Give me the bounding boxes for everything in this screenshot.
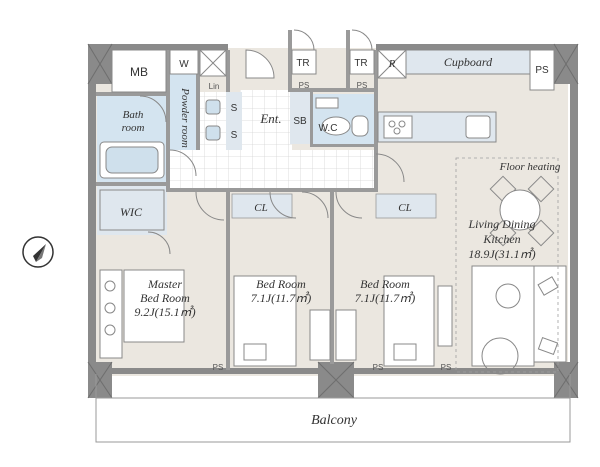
fixtures: [99, 49, 567, 375]
label-entrance: Ent.: [259, 111, 281, 126]
label-s1: S: [231, 103, 238, 114]
label-ldk-size: 18.9J(31.1㎡): [468, 247, 535, 261]
label-wc: W.C: [319, 123, 338, 134]
label-ps-b2: PS: [373, 363, 384, 372]
label-wic: WIC: [120, 205, 143, 219]
north-compass-icon: [22, 236, 54, 268]
label-ps-b1: PS: [213, 363, 224, 372]
label-bath-2: room: [122, 122, 145, 134]
label-bed1-1: Bed Room: [256, 277, 306, 291]
label-cl1: CL: [254, 202, 267, 214]
label-bed1-size: 7.1J(11.7㎡): [251, 291, 311, 305]
label-ps-b3: PS: [441, 363, 452, 372]
shoe-storage: [226, 92, 242, 150]
label-cupboard: Cupboard: [444, 55, 493, 69]
sb-floor: [290, 92, 310, 144]
label-r: R: [388, 58, 396, 70]
label-master-1: Master: [147, 277, 182, 291]
cl2-box: [375, 193, 437, 219]
label-ps1: PS: [299, 81, 310, 90]
pillar-hatching: [87, 43, 579, 399]
entrance-tiles: [240, 90, 292, 150]
door-swings: [139, 29, 405, 255]
label-w: W: [179, 59, 189, 70]
label-ldk-1: Living Dining: [467, 217, 535, 231]
label-master-2: Bed Room: [140, 291, 190, 305]
label-ps2: PS: [357, 81, 368, 90]
label-bed2-1: Bed Room: [360, 277, 410, 291]
label-tr1: TR: [296, 58, 309, 69]
label-powder-room: Powder room: [179, 87, 191, 148]
label-floor-heating: Floor heating: [499, 161, 561, 173]
wic-floor: [97, 185, 167, 235]
label-tr2: TR: [354, 58, 367, 69]
label-mb: MB: [130, 65, 148, 79]
label-master-size: 9.2J(15.1㎡): [134, 305, 195, 319]
label-ldk-2: Kitchen: [482, 232, 520, 246]
label-lin: Lin: [209, 82, 220, 91]
label-ps-right: PS: [535, 65, 549, 76]
label-bed2-size: 7.1J(11.7㎡): [355, 291, 415, 305]
hallway-tiles: [168, 150, 376, 192]
label-sb: SB: [293, 116, 307, 127]
interior-walls: [96, 30, 378, 370]
label-balcony: Balcony: [311, 413, 358, 428]
floor-heating-area: [455, 157, 559, 373]
powder-floor: [168, 70, 200, 150]
label-bath-1: Bath: [123, 109, 144, 121]
label-cl2: CL: [398, 202, 411, 214]
label-s2: S: [231, 130, 238, 141]
